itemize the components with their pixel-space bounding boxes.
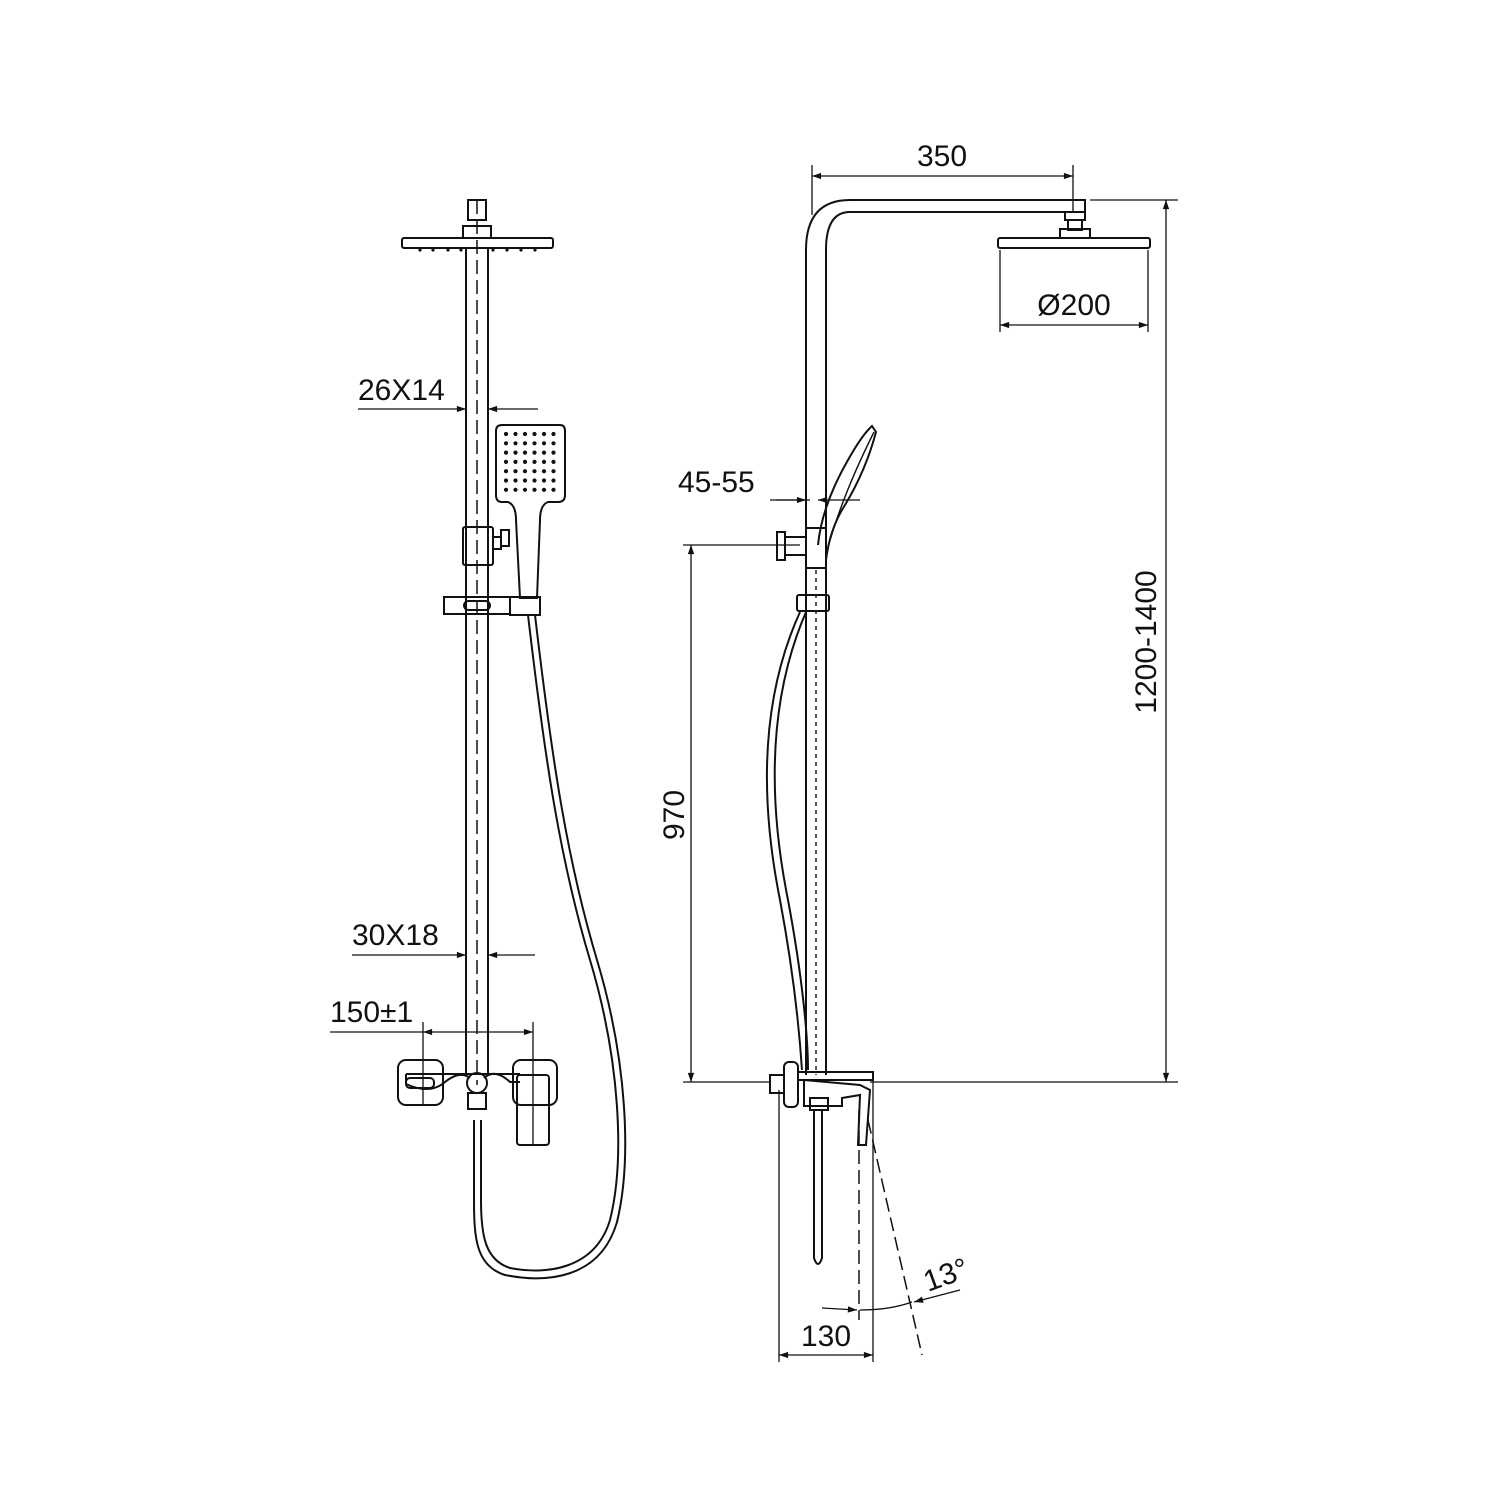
nozzle (541, 478, 547, 483)
dim-label-1200-1400: 1200-1400 (1130, 570, 1163, 713)
nozzle (551, 487, 556, 492)
dim-26x14: 26X14 (358, 374, 538, 413)
nozzle (532, 459, 537, 464)
side-shower-holder (776, 527, 827, 569)
dim-350: 350 (811, 140, 1074, 215)
dim-label-13-degrees: 13° (919, 1252, 973, 1299)
front-shower-holder (462, 526, 510, 566)
front-mixer (397, 1059, 558, 1146)
dim-150: 150±1 (330, 996, 534, 1145)
nozzle (513, 450, 518, 455)
nozzle (503, 478, 509, 483)
side-rain-shower-head (997, 228, 1151, 249)
nozzle (503, 450, 509, 455)
side-view: 350 Ø200 1200-1400 45-55 (658, 140, 1178, 1362)
front-rain-shower-head (401, 237, 554, 252)
nozzle (532, 478, 537, 483)
nozzle (541, 441, 547, 446)
nozzle (532, 487, 537, 492)
dim-130: 130 (778, 1080, 874, 1362)
front-hose (473, 614, 627, 1280)
nozzle (522, 487, 528, 492)
nozzle (551, 459, 556, 464)
dim-angle-13: 13° (821, 1110, 973, 1356)
front-view: 26X14 30X18 150± (330, 199, 627, 1280)
dim-label-150: 150±1 (330, 996, 413, 1029)
nozzle (522, 441, 528, 446)
nozzle (513, 487, 518, 492)
nozzle (541, 450, 547, 455)
dim-label-350: 350 (917, 140, 967, 173)
nozzle (532, 450, 537, 455)
side-rail-and-arm (805, 199, 1086, 1075)
nozzle (522, 478, 528, 483)
dim-label-30x18: 30X18 (352, 919, 439, 952)
nozzle (513, 469, 518, 474)
front-rail (465, 200, 489, 1085)
dim-1200-1400: 1200-1400 (870, 199, 1178, 1083)
side-hose (765, 611, 809, 1071)
nozzle (541, 487, 547, 492)
nozzle (503, 431, 509, 437)
nozzle (513, 431, 518, 437)
nozzle (532, 469, 537, 474)
nozzle (522, 459, 528, 464)
dim-45-55: 45-55 (678, 466, 860, 504)
nozzle (522, 450, 528, 455)
nozzle (513, 459, 518, 464)
nozzle (532, 441, 537, 446)
nozzle-grid (503, 431, 556, 492)
nozzle (522, 431, 528, 437)
nozzle (541, 459, 547, 464)
nozzle (551, 441, 556, 446)
nozzle (503, 469, 509, 474)
dim-label-45-55: 45-55 (678, 466, 755, 499)
nozzle (551, 431, 556, 437)
nozzle (503, 441, 509, 446)
nozzle (513, 478, 518, 483)
side-mixer (769, 1061, 874, 1265)
nozzle (513, 441, 518, 446)
dim-label-130: 130 (801, 1320, 851, 1353)
dim-label-diameter: Ø200 (1037, 289, 1110, 322)
nozzle (532, 431, 537, 437)
side-slider (796, 594, 830, 612)
side-hand-shower (817, 424, 878, 561)
nozzle (503, 459, 509, 464)
dim-label-26x14: 26X14 (358, 374, 445, 407)
side-head-connector (1064, 211, 1086, 231)
nozzle (551, 478, 556, 483)
dim-diameter-200: Ø200 (999, 250, 1149, 332)
nozzle (503, 487, 509, 492)
nozzle (541, 469, 547, 474)
dim-30x18: 30X18 (352, 919, 535, 959)
nozzle (551, 469, 556, 474)
front-soap-dish (443, 596, 541, 616)
nozzle (522, 469, 528, 474)
nozzle (541, 431, 547, 437)
dim-970: 970 (658, 544, 800, 1083)
dim-label-970: 970 (658, 790, 691, 840)
front-hand-shower (495, 424, 566, 599)
nozzle (551, 450, 556, 455)
